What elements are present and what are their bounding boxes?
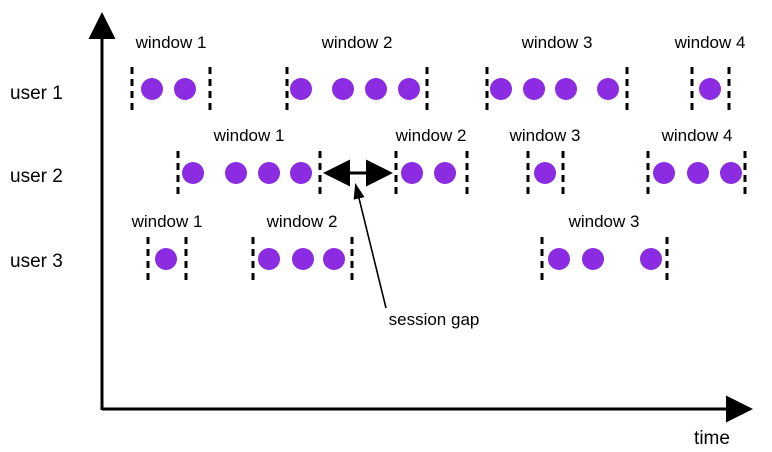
window-1-1: window 1 [130,33,212,112]
window-2-4: window 4 [646,126,747,196]
event-dot-1-1-2 [174,78,196,100]
user-row-1: user 1 window 1 window 2 window 3 window 4 [10,33,745,112]
event-dot-2-1-3 [258,162,280,184]
user-row-label-1: user 1 [10,83,63,104]
event-dot-1-2-2 [332,78,354,100]
event-dot-3-2-2 [292,248,314,270]
event-dot-1-3-4 [597,78,619,100]
event-dot-3-3-1 [548,248,570,270]
window-3-1: window 1 [131,212,203,282]
event-dot-1-2-1 [290,78,312,100]
window-label-2-3: window 3 [509,126,581,145]
event-dot-3-3-3 [640,248,662,270]
window-3-3: window 3 [540,212,669,282]
window-label-1-2: window 2 [321,33,393,52]
user-row-3: user 3 window 1 window 2 window 3 [10,212,669,282]
event-dot-3-2-1 [258,248,280,270]
session-gap-leader-line [353,182,387,309]
axes-group [88,12,753,423]
window-label-1-1: window 1 [135,33,207,52]
event-dot-1-3-3 [555,78,577,100]
window-1-2: window 2 [285,33,429,112]
window-label-3-2: window 2 [266,212,338,231]
event-dot-1-1-1 [141,78,163,100]
session-gap-annotation: session gap [323,159,480,329]
user-row-2: user 2 window 1 window 2 window 3 window 4 [10,126,747,196]
event-dot-1-3-2 [523,78,545,100]
event-dot-1-2-3 [365,78,387,100]
time-axis-label: time [694,428,730,449]
event-dot-2-4-1 [653,162,675,184]
user-row-label-2: user 2 [10,166,63,187]
window-label-2-1: window 1 [213,126,285,145]
event-dot-1-2-4 [398,78,420,100]
window-label-3-3: window 3 [568,212,640,231]
event-dot-2-3-1 [534,162,556,184]
event-dot-2-1-4 [290,162,312,184]
window-label-3-1: window 1 [131,212,203,231]
event-dot-2-1-2 [225,162,247,184]
window-1-4: window 4 [674,33,746,112]
labels-group: time [694,428,730,449]
event-dot-3-2-3 [323,248,345,270]
window-label-1-3: window 3 [521,33,593,52]
window-2-3: window 3 [509,126,581,196]
session-gap-label: session gap [389,310,480,329]
window-label-2-4: window 4 [661,126,733,145]
window-3-2: window 2 [251,212,354,282]
user-row-label-3: user 3 [10,251,63,272]
window-1-3: window 3 [485,33,629,112]
window-label-1-4: window 4 [674,33,746,52]
window-label-2-2: window 2 [395,126,467,145]
event-dot-1-4-1 [699,78,721,100]
event-dot-2-4-3 [720,162,742,184]
event-dot-3-3-2 [582,248,604,270]
event-dot-2-1-1 [182,162,204,184]
window-2-1: window 1 [176,126,322,196]
window-2-2: window 2 [394,126,469,196]
event-dot-2-2-2 [434,162,456,184]
event-dot-1-3-1 [490,78,512,100]
event-dot-2-2-1 [401,162,423,184]
event-dot-3-1-1 [155,248,177,270]
event-dot-2-4-2 [687,162,709,184]
